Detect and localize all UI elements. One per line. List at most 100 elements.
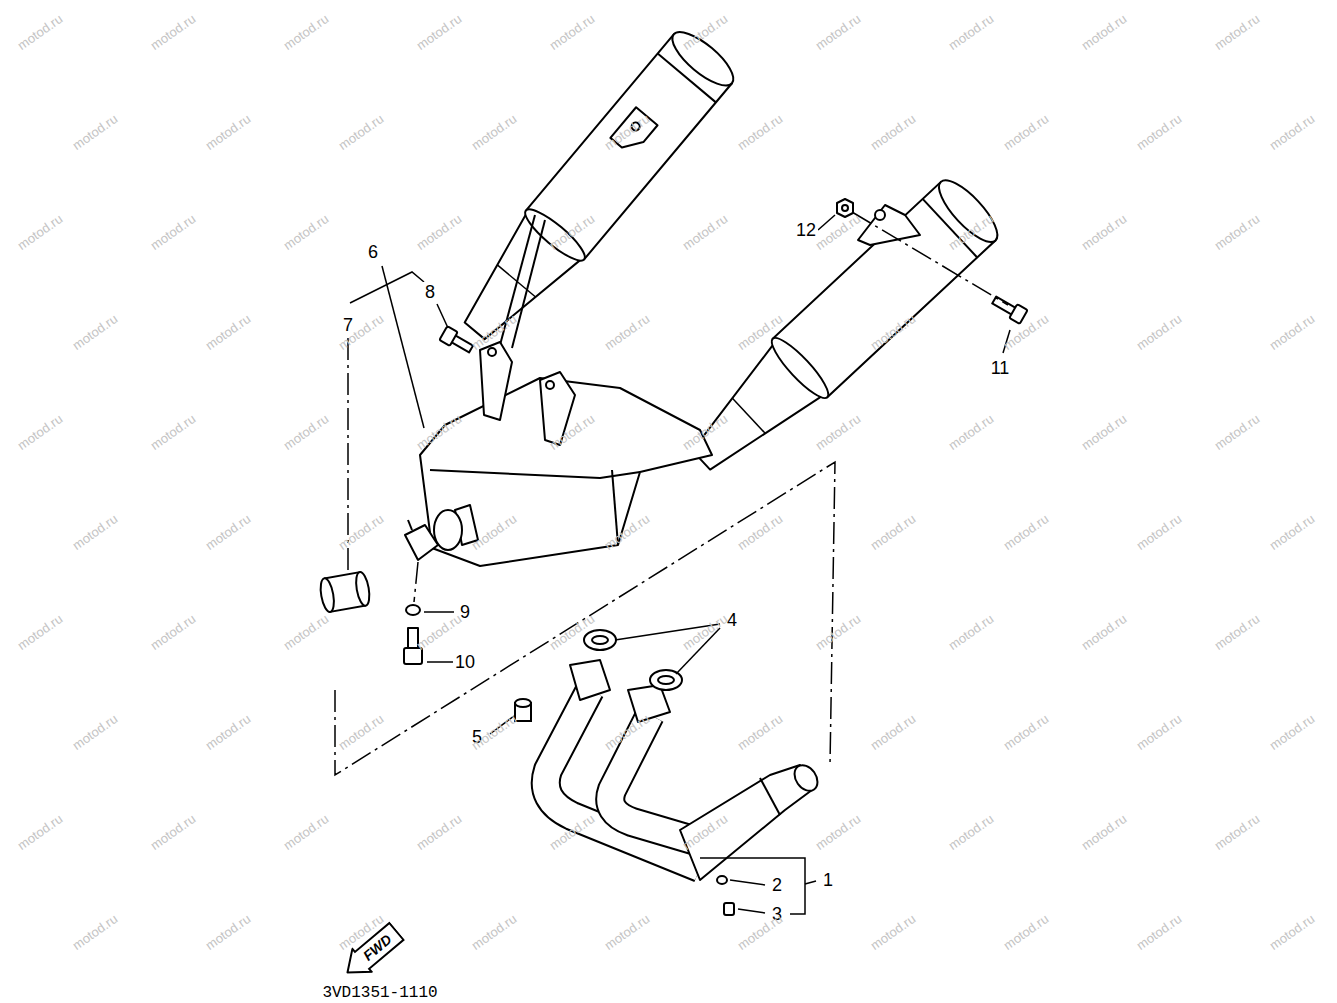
watermark: motod.ru <box>1134 312 1183 352</box>
center-line <box>852 212 1008 305</box>
collector-box <box>405 525 438 560</box>
watermark: motod.ru <box>813 212 862 252</box>
watermark: motod.ru <box>680 612 729 652</box>
collar <box>515 699 531 721</box>
watermark: motod.ru <box>813 12 862 52</box>
watermark: motod.ru <box>1079 212 1128 252</box>
watermark: motod.ru <box>148 212 197 252</box>
watermark: motod.ru <box>281 812 330 852</box>
watermark: motod.ru <box>1134 712 1183 752</box>
exhaust-illustration <box>515 630 682 721</box>
watermark: motod.ru <box>813 812 862 852</box>
header-pipe <box>717 876 727 884</box>
watermark: motod.ru <box>868 512 917 552</box>
watermark: motod.ru <box>148 412 197 452</box>
collector-box <box>480 342 512 420</box>
exhaust-illustration <box>318 24 1027 664</box>
watermark: motod.ru <box>15 212 64 252</box>
header-pipe <box>680 765 812 880</box>
watermark: motod.ru <box>70 312 119 352</box>
watermark: motod.ru <box>868 712 917 752</box>
callout-number: 10 <box>453 652 477 672</box>
callout-number: 2 <box>770 875 784 895</box>
watermark: motod.ru <box>281 12 330 52</box>
watermark: motod.ru <box>1134 112 1183 152</box>
header-pipe <box>570 660 610 700</box>
bolt <box>1009 304 1027 324</box>
watermark: motod.ru <box>1267 712 1316 752</box>
muffler-bracket <box>875 210 885 220</box>
watermark: motod.ru <box>148 812 197 852</box>
watermark: motod.ru <box>1001 712 1050 752</box>
watermark: motod.ru <box>946 412 995 452</box>
watermark: motod.ru <box>414 612 463 652</box>
sleeve <box>318 571 371 613</box>
watermark: motod.ru <box>414 812 463 852</box>
watermark: motod.ru <box>1212 412 1261 452</box>
watermark: motod.ru <box>1079 12 1128 52</box>
watermark: motod.ru <box>336 112 385 152</box>
collector-box <box>405 342 712 566</box>
watermark: motod.ru <box>281 212 330 252</box>
watermark: motod.ru <box>1267 912 1316 952</box>
watermark: motod.ru <box>148 12 197 52</box>
watermark: motod.ru <box>1001 112 1050 152</box>
watermark: motod.ru <box>1267 312 1316 352</box>
gasket <box>584 630 616 650</box>
leader-line <box>350 272 424 303</box>
watermark: motod.ru <box>203 312 252 352</box>
watermark: motod.ru <box>735 912 784 952</box>
watermark: motod.ru <box>1134 912 1183 952</box>
header-pipe <box>790 761 822 795</box>
watermark: motod.ru <box>1134 512 1183 552</box>
bolt <box>439 326 457 346</box>
header-pipe <box>760 778 780 815</box>
collector-box <box>408 520 412 530</box>
header-pipe <box>570 660 822 915</box>
callout-number: 12 <box>794 220 818 240</box>
watermark: motod.ru <box>735 112 784 152</box>
watermark: motod.ru <box>1001 512 1050 552</box>
watermark: motod.ru <box>281 412 330 452</box>
center-line <box>335 462 835 775</box>
watermark: motod.ru <box>602 912 651 952</box>
watermark: motod.ru <box>946 612 995 652</box>
header-pipe <box>724 903 734 915</box>
callout-number: 8 <box>423 282 437 302</box>
watermark: motod.ru <box>1212 212 1261 252</box>
leader-line <box>437 304 448 328</box>
watermark: motod.ru <box>15 612 64 652</box>
sleeve <box>354 571 372 607</box>
watermark: motod.ru <box>813 412 862 452</box>
watermark: motod.ru <box>1079 812 1128 852</box>
watermark: motod.ru <box>336 512 385 552</box>
watermark: motod.ru <box>70 512 119 552</box>
watermark: motod.ru <box>1267 512 1316 552</box>
watermark: motod.ru <box>203 912 252 952</box>
muffler-bracket <box>500 205 920 348</box>
watermark: motod.ru <box>148 612 197 652</box>
collector-box <box>488 348 496 356</box>
washer <box>406 605 420 615</box>
gasket <box>592 636 608 644</box>
collector-box <box>430 470 640 478</box>
part-code: 3VD1351-1110 <box>320 984 439 1002</box>
watermark: motod.ru <box>946 12 995 52</box>
leader-line <box>382 266 424 428</box>
watermark: motod.ru <box>602 312 651 352</box>
watermark: motod.ru <box>70 712 119 752</box>
sleeve <box>318 577 336 613</box>
center-line <box>335 212 1008 775</box>
watermark: motod.ru <box>414 212 463 252</box>
watermark: motod.ru <box>1212 812 1261 852</box>
leader-line <box>805 881 816 884</box>
watermark: motod.ru <box>868 112 917 152</box>
watermark: motod.ru <box>813 612 862 652</box>
watermark: motod.ru <box>15 812 64 852</box>
leader-line <box>427 661 454 663</box>
watermark: motod.ru <box>70 912 119 952</box>
callout-number: 1 <box>821 870 835 890</box>
leader-line <box>738 909 765 913</box>
watermark: motod.ru <box>1079 412 1128 452</box>
center-line <box>414 562 418 602</box>
